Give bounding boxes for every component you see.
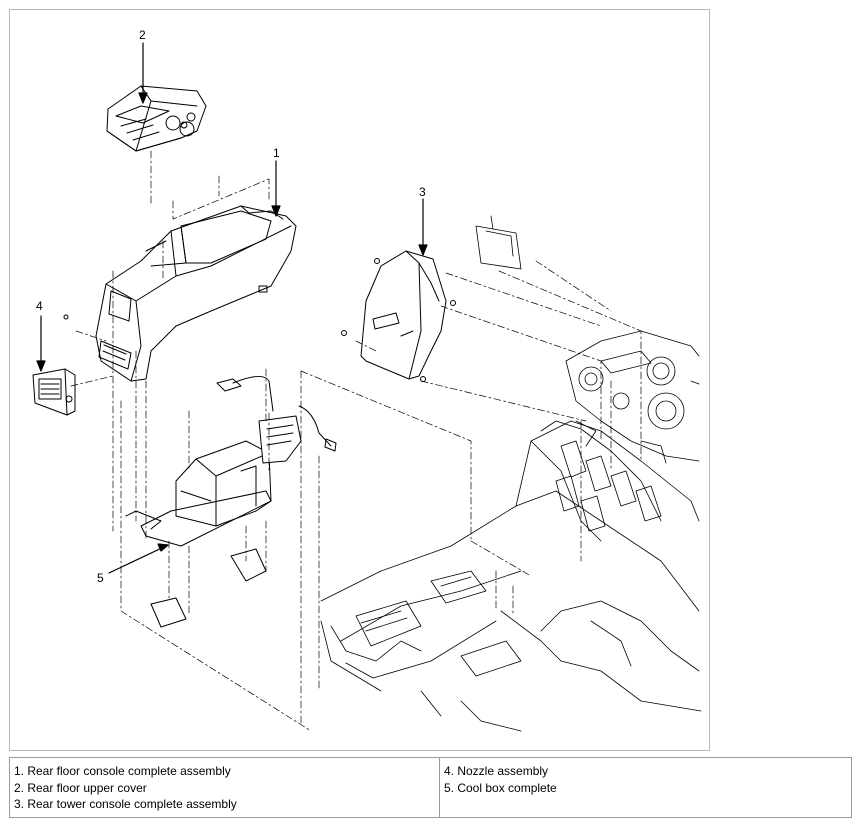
assembly-leader-lines — [70, 150, 642, 732]
callout-3-label: 3 — [419, 185, 426, 199]
legend-item-3: 3. Rear tower console complete assembly — [14, 797, 237, 811]
legend-item-2: 2. Rear floor upper cover — [14, 780, 147, 795]
callout-2-label: 2 — [139, 28, 146, 42]
callout-4-label: 4 — [36, 299, 43, 313]
legend-item-5: 5. Cool box complete — [444, 780, 557, 795]
legend-item-1: 1. Rear floor console complete assembly — [14, 764, 231, 778]
part-4-nozzle — [32, 314, 76, 416]
callout-arrows — [36, 42, 428, 574]
part-3-tower-console — [341, 250, 456, 382]
legend-column-right: 4. Nozzle assembly 5. Cool box complete — [440, 758, 851, 817]
parts-legend: 1. Rear floor console complete assembly … — [9, 757, 852, 818]
callout-1-label: 1 — [273, 146, 280, 160]
part-1-floor-console — [95, 205, 297, 382]
exploded-view-diagram: 2 1 3 4 5 — [9, 9, 710, 751]
vehicle-floor — [320, 215, 702, 732]
part-5-cool-box — [125, 376, 337, 628]
callout-5-label: 5 — [97, 571, 104, 585]
legend-column-left: 1. Rear floor console complete assembly … — [10, 758, 440, 817]
part-2-upper-cover — [106, 85, 207, 152]
legend-item-4: 4. Nozzle assembly — [444, 764, 549, 778]
